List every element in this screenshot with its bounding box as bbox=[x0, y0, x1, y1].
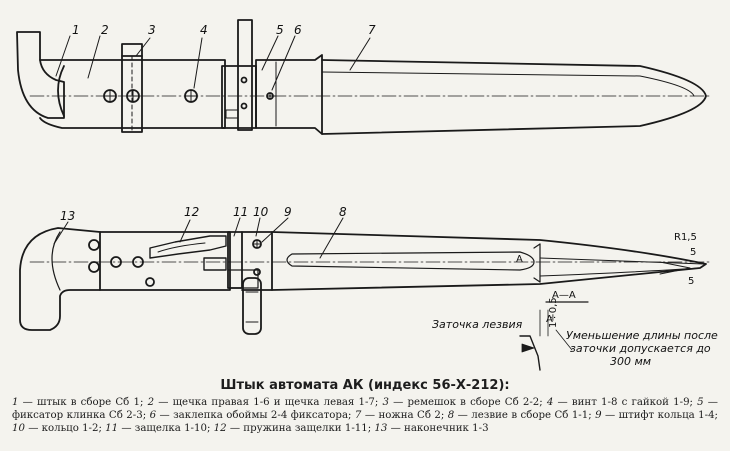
legend-item-number: 5 bbox=[697, 397, 704, 408]
sharpening-profile bbox=[519, 335, 541, 371]
strap-loop bbox=[121, 43, 143, 133]
fuller bbox=[286, 251, 535, 271]
note-line-3: 300 мм bbox=[610, 355, 651, 368]
part-label-5: 5 bbox=[276, 23, 284, 37]
note-line-1: Уменьшение длины после bbox=[566, 329, 718, 342]
legend-item: 1 — штык в сборе Сб 1; bbox=[12, 397, 148, 408]
ring bbox=[242, 277, 262, 335]
legend-item-text: — фиксатор клинка Сб 2-3; bbox=[12, 397, 718, 421]
part-label-3: 3 bbox=[148, 23, 156, 37]
legend-item-text: — ножна Сб 2; bbox=[361, 410, 448, 421]
section-label: А—А bbox=[552, 290, 576, 301]
part-label-1: 1 bbox=[72, 23, 80, 37]
legend-item-number: 6 bbox=[149, 410, 157, 421]
bayonet-view bbox=[19, 227, 713, 335]
part-label-10: 10 bbox=[253, 205, 269, 219]
legend-item-number: 1 bbox=[12, 397, 19, 408]
legend-item-number: 10 bbox=[12, 423, 25, 434]
part-label-7: 7 bbox=[368, 23, 376, 37]
pommel-bottom bbox=[19, 227, 101, 331]
legend-item: 10 — кольцо 1-2; bbox=[12, 423, 105, 434]
legend-item-number: 3 bbox=[382, 397, 389, 408]
legend-item-number: 13 bbox=[374, 423, 388, 434]
legend-item-text: — заклепка обоймы 2-4 фиксатора; bbox=[156, 410, 355, 421]
legend-item: 9 — штифт кольца 1-4; bbox=[595, 410, 718, 421]
dim-5-top: 5 bbox=[690, 247, 696, 258]
legend-item-text: — штык в сборе Сб 1; bbox=[18, 397, 148, 408]
legend-item-text: — наконечник 1-3 bbox=[387, 423, 489, 434]
legend-item-number: 12 bbox=[213, 423, 227, 434]
part-label-11: 11 bbox=[233, 205, 248, 219]
note-line-2: заточки допускается до bbox=[570, 342, 711, 355]
legend-item-number: 7 bbox=[354, 410, 362, 421]
bayonet-drawing: 1 2 3 4 5 6 7 13 12 11 10 9 8 А А А—А R1… bbox=[16, 19, 718, 371]
part-label-12: 12 bbox=[184, 205, 199, 219]
part-label-13: 13 bbox=[60, 209, 75, 223]
part-label-4: 4 bbox=[200, 23, 208, 37]
scabbard-assembly-view bbox=[16, 19, 713, 135]
scabbard bbox=[321, 59, 707, 135]
legend-item: 13 — наконечник 1-3 bbox=[374, 423, 488, 434]
section-mark-bottom: А bbox=[546, 314, 553, 325]
blade bbox=[271, 231, 707, 291]
legend-item: 5 — фиксатор клинка Сб 2-3; bbox=[12, 397, 718, 421]
legend-item-number: 8 bbox=[447, 410, 455, 421]
section-detail bbox=[519, 301, 589, 371]
radius-label: R1,5 bbox=[674, 232, 697, 243]
legend-item-text: — щечка правая 1-6 и щечка левая 1-7; bbox=[154, 397, 383, 408]
section-mark-top: А bbox=[516, 254, 523, 265]
latch-spring bbox=[149, 235, 227, 259]
legend-item-text: — пружина защелки 1-11; bbox=[226, 423, 375, 434]
legend-item-text: — ремешок в сборе Сб 2-2; bbox=[389, 397, 547, 408]
part-labels: 1 2 3 4 5 6 7 13 12 11 10 9 8 А А А—А R1… bbox=[60, 23, 718, 368]
legend-item: 2 — щечка правая 1-6 и щечка левая 1-7; bbox=[148, 397, 383, 408]
angle-label: 1÷0,5 bbox=[548, 297, 559, 328]
legend-item: 7 — ножна Сб 2; bbox=[355, 410, 448, 421]
legend-item-text: — штифт кольца 1-4; bbox=[601, 410, 718, 421]
legend-item-text: — лезвие в сборе Сб 1-1; bbox=[454, 410, 596, 421]
legend-item-text: — кольцо 1-2; bbox=[24, 423, 106, 434]
legend-item: 11 — защелка 1-10; bbox=[105, 423, 213, 434]
blade-lock bbox=[237, 19, 253, 131]
legend-item-number: 2 bbox=[147, 397, 155, 408]
legend-item: 3 — ремешок в сборе Сб 2-2; bbox=[383, 397, 547, 408]
part-label-6: 6 bbox=[294, 23, 302, 37]
part-label-9: 9 bbox=[284, 205, 292, 219]
legend-item-number: 4 bbox=[546, 397, 554, 408]
legend-item: 6 — заклепка обоймы 2-4 фиксатора; bbox=[150, 410, 355, 421]
part-label-2: 2 bbox=[101, 23, 109, 37]
part-label-8: 8 bbox=[339, 205, 347, 219]
legend-item: 4 — винт 1-8 с гайкой 1-9; bbox=[547, 397, 697, 408]
pommel-top bbox=[16, 31, 65, 119]
frame-clip bbox=[255, 54, 323, 135]
grip-top bbox=[39, 59, 226, 129]
leader-lines bbox=[53, 35, 371, 259]
legend-item: 8 — лезвие в сборе Сб 1-1; bbox=[448, 410, 595, 421]
dim-5-bottom: 5 bbox=[688, 276, 694, 287]
sharpening-label: Заточка лезвия bbox=[432, 318, 523, 331]
legend-item-number: 9 bbox=[595, 410, 602, 421]
legend-item-text: — защелка 1-10; bbox=[118, 423, 214, 434]
legend-item: 12 — пружина защелки 1-11; bbox=[214, 423, 375, 434]
figure-title: Штык автомата АК (индекс 56-Х-212): bbox=[220, 378, 510, 393]
parts-legend: 1 — штык в сборе Сб 1; 2 — щечка правая … bbox=[12, 396, 718, 435]
legend-item-text: — винт 1-8 с гайкой 1-9; bbox=[553, 397, 698, 408]
grip-bottom bbox=[99, 231, 231, 291]
legend-item-number: 11 bbox=[105, 423, 119, 434]
